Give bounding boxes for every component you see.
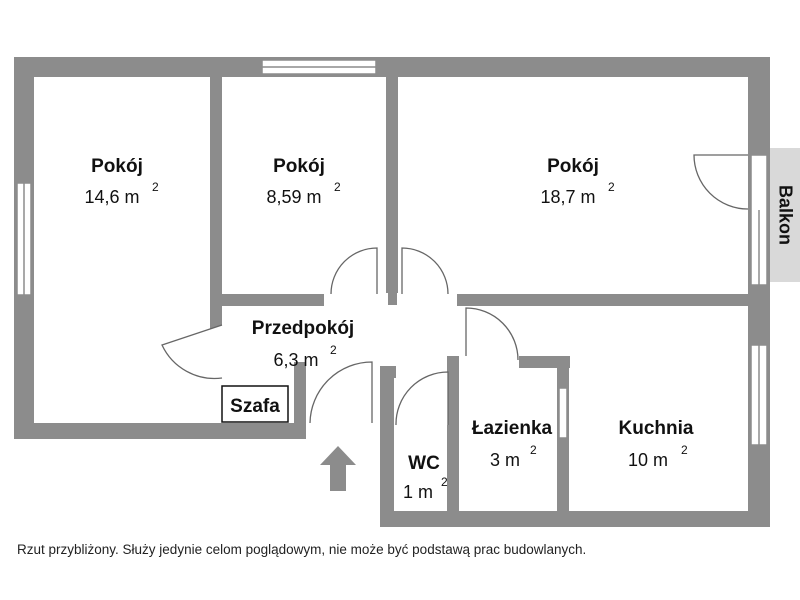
room-name: Przedpokój (252, 318, 354, 339)
room-area-value: 8,59 m (266, 187, 321, 207)
wall-under-p2 (222, 294, 326, 306)
gap-entrance (306, 423, 380, 439)
room-area: 6,3 m (273, 350, 318, 370)
door-swing-lazienka (465, 307, 519, 361)
entrance-arrow-icon (320, 446, 356, 491)
wall-bottom-right (380, 511, 770, 527)
room-area-value: 18,7 m (540, 187, 595, 207)
room-area-value: 6,3 m (273, 350, 318, 370)
windows (16, 59, 768, 446)
wall-wc-top (380, 366, 396, 378)
balkon-label: Balkon (775, 185, 795, 245)
room-kuchnia: Kuchnia 10 m 2 (619, 418, 694, 470)
disclaimer-text: Rzut przybliżony. Służy jedynie celom po… (17, 542, 587, 557)
room-wc: WC 1 m 2 (403, 453, 448, 502)
door-swing-entrance (309, 361, 373, 424)
room-area: 10 m (628, 450, 668, 470)
wall-p2-p3 (386, 77, 398, 305)
room-area-value: 1 m (403, 482, 433, 502)
room-area-sup: 2 (608, 180, 615, 194)
room-area: 8,59 m (266, 187, 321, 207)
wall-bottom-left (14, 423, 306, 439)
room-pokoj-1: Pokój 14,6 m 2 (84, 156, 159, 207)
wall-lazienka-kuchnia (557, 356, 569, 527)
szafa-box (221, 385, 289, 423)
room-area: 1 m (403, 482, 433, 502)
door-swing-balkon (693, 154, 749, 210)
room-area: 14,6 m (84, 187, 139, 207)
room-area-sup: 2 (152, 180, 159, 194)
wall-wc-left (380, 366, 394, 527)
wall-top (14, 57, 770, 77)
room-area-sup: 2 (334, 180, 341, 194)
door-swing-pokoj1 (161, 324, 223, 380)
wall-right (748, 57, 770, 527)
gap-p3-door (397, 293, 457, 307)
room-name: Kuchnia (619, 418, 694, 439)
room-area-value: 10 m (628, 450, 668, 470)
room-name: WC (408, 453, 440, 474)
balkon-strip (770, 148, 800, 282)
room-area-sup: 2 (530, 443, 537, 457)
room-name: Łazienka (472, 418, 553, 439)
room-area-sup: 2 (330, 343, 337, 357)
room-przedpokoj: Przedpokój 6,3 m 2 (252, 318, 354, 370)
room-lazienka: Łazienka 3 m 2 (472, 418, 553, 470)
door-swing-pokoj3 (401, 247, 449, 295)
door-swings (161, 154, 749, 426)
room-pokoj-2: Pokój 8,59 m 2 (266, 156, 341, 207)
window-lazienka (558, 387, 568, 439)
room-area-sup: 2 (441, 475, 448, 489)
wall-szafa-right (294, 362, 306, 439)
gap-p2-door (324, 293, 388, 307)
room-name: Pokój (91, 156, 143, 177)
door-swing-wc (395, 371, 449, 426)
room-pokoj-3: Pokój 18,7 m 2 (540, 156, 615, 207)
room-name: Pokój (273, 156, 325, 177)
szafa-label: Szafa (230, 396, 280, 417)
room-name: Pokój (547, 156, 599, 177)
room-area: 3 m (490, 450, 520, 470)
door-swing-pokoj2 (330, 247, 378, 295)
room-area-sup: 2 (681, 443, 688, 457)
room-area: 18,7 m (540, 187, 595, 207)
wall-wc-lazienka (447, 356, 459, 527)
room-area-value: 14,6 m (84, 187, 139, 207)
wall-p1-p2 (210, 77, 222, 332)
wall-under-p3 (455, 294, 748, 306)
room-area-value: 3 m (490, 450, 520, 470)
